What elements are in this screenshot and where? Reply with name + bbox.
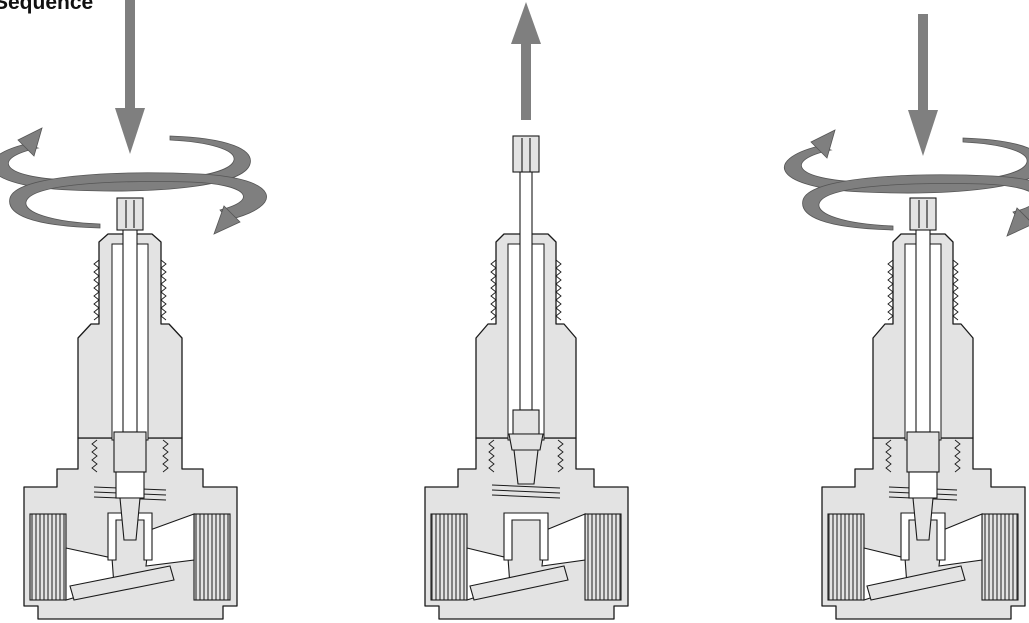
stem	[508, 135, 544, 485]
valve-plug	[912, 497, 934, 541]
body-web	[69, 565, 175, 601]
outlet-port-threads	[193, 513, 231, 601]
outlet-passage	[145, 513, 195, 567]
packing-rings	[491, 484, 561, 499]
stem-nut	[512, 135, 540, 173]
body-web	[866, 565, 966, 601]
seat-bore	[107, 512, 153, 561]
rotation-arrow-bottom	[9, 172, 267, 235]
pull-arrow	[511, 2, 541, 120]
stem	[113, 197, 147, 541]
inlet-port-threads	[430, 513, 468, 601]
stem-nut	[909, 197, 937, 231]
valve-step-3	[784, 14, 1029, 620]
outlet-passage	[541, 513, 586, 567]
valve-step-1	[0, 0, 267, 620]
seat-bore	[503, 512, 549, 561]
valve-plug	[513, 449, 539, 485]
seat-bore	[900, 512, 946, 561]
bonnet-threads	[488, 259, 564, 473]
rotation-arrow-bottom	[802, 174, 1029, 237]
push-arrow	[908, 14, 938, 156]
push-arrow	[115, 0, 145, 154]
outlet-passage	[938, 513, 983, 567]
inlet-port-threads	[29, 513, 67, 601]
valve-plug	[119, 497, 141, 541]
outlet-port-threads	[981, 513, 1019, 601]
stem-nut	[116, 197, 144, 231]
inlet-port-threads	[827, 513, 865, 601]
valve-step-2	[424, 2, 629, 620]
stem	[906, 197, 940, 541]
diagram-title: Sequence	[0, 0, 94, 14]
body-web	[469, 565, 569, 601]
bonnet-threads	[91, 259, 169, 473]
bonnet-threads	[885, 259, 961, 473]
outlet-port-threads	[584, 513, 622, 601]
